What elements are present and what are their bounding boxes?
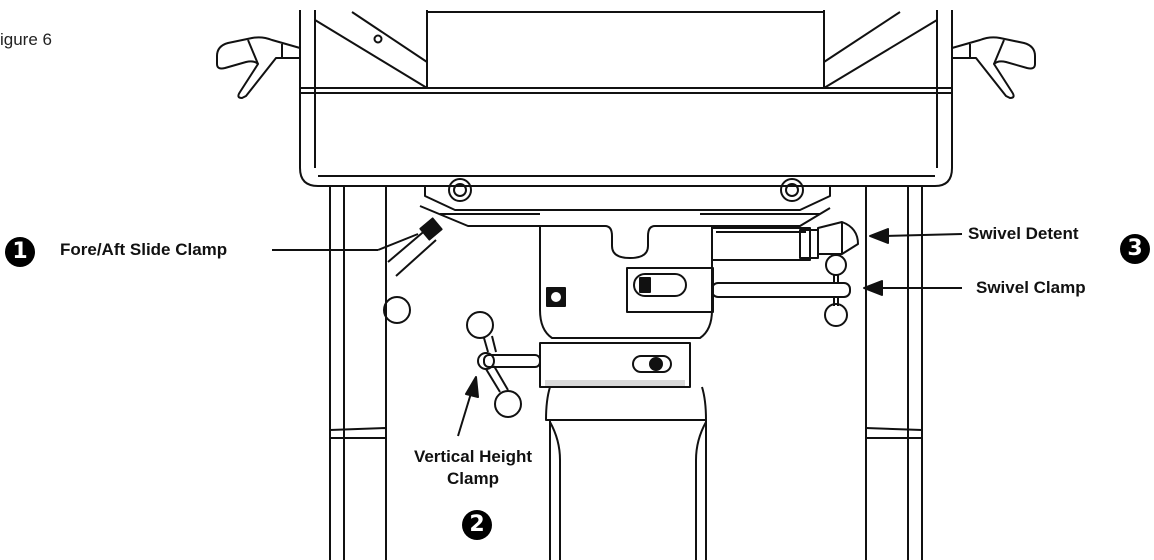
swivel-detent-leader (883, 233, 963, 237)
left-rail (329, 186, 387, 560)
vertical-clamp-leader (457, 389, 473, 437)
swivel-detent-label: Swivel Detent (968, 224, 1079, 243)
swivel-detent-arrowhead (869, 228, 889, 244)
right-rail (865, 186, 923, 560)
callout-number-2: 2 (462, 510, 492, 540)
swivel-parts (626, 221, 859, 327)
upper-housing (299, 10, 953, 187)
swivel-clamp-label: Swivel Clamp (976, 278, 1086, 297)
fore-aft-arrow-line (377, 233, 419, 251)
vertical-label-line2: Clamp (447, 469, 499, 488)
leader-lines (272, 228, 963, 437)
fore-aft-slide-clamp-label: Fore/Aft Slide Clamp (60, 240, 228, 259)
figure-label: igure 6 (0, 30, 52, 49)
left-handle (216, 36, 301, 99)
base-underside (419, 178, 831, 259)
vertical-label-line1: Vertical Height (413, 447, 533, 466)
callout-number-1: 1 (5, 237, 35, 267)
vertical-height-clamp-label: Vertical Height Clamp (398, 446, 548, 490)
vertical-clamp-part (466, 311, 541, 418)
callout-number-3: 3 (1120, 234, 1150, 264)
swivel-clamp-arrowhead (863, 280, 883, 296)
vertical-clamp-arrowhead (465, 376, 479, 398)
center-column (539, 226, 713, 560)
right-handle (951, 36, 1036, 99)
fore-aft-clamp-part (383, 217, 443, 324)
